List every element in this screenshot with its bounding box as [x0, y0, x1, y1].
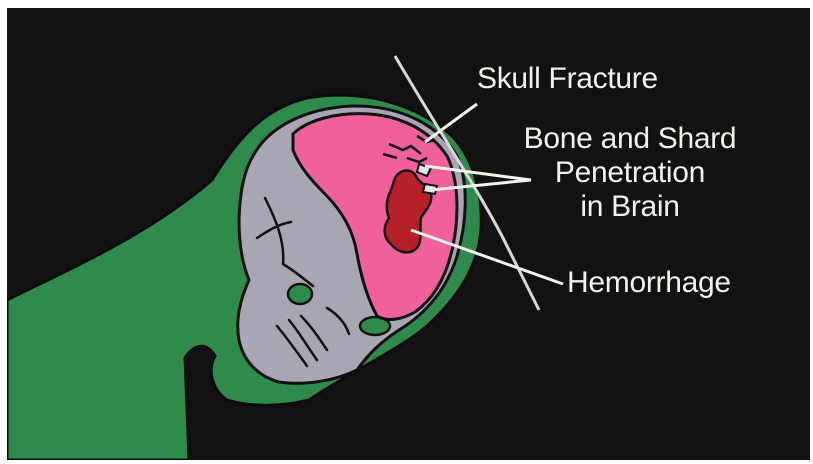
- diagram-panel: Skull Fracture Bone and Shard Penetratio…: [7, 8, 810, 460]
- label-bone-shard-line2: Penetration: [505, 156, 755, 190]
- eye-socket: [288, 284, 312, 304]
- label-hemorrhage: Hemorrhage: [567, 266, 731, 300]
- label-bone-shard-penetration: Bone and Shard Penetration in Brain: [505, 122, 755, 224]
- label-bone-shard-line3: in Brain: [505, 190, 755, 224]
- label-skull-fracture: Skull Fracture: [477, 62, 658, 96]
- label-bone-shard-line1: Bone and Shard: [505, 122, 755, 156]
- head-injury-illustration: [7, 8, 810, 460]
